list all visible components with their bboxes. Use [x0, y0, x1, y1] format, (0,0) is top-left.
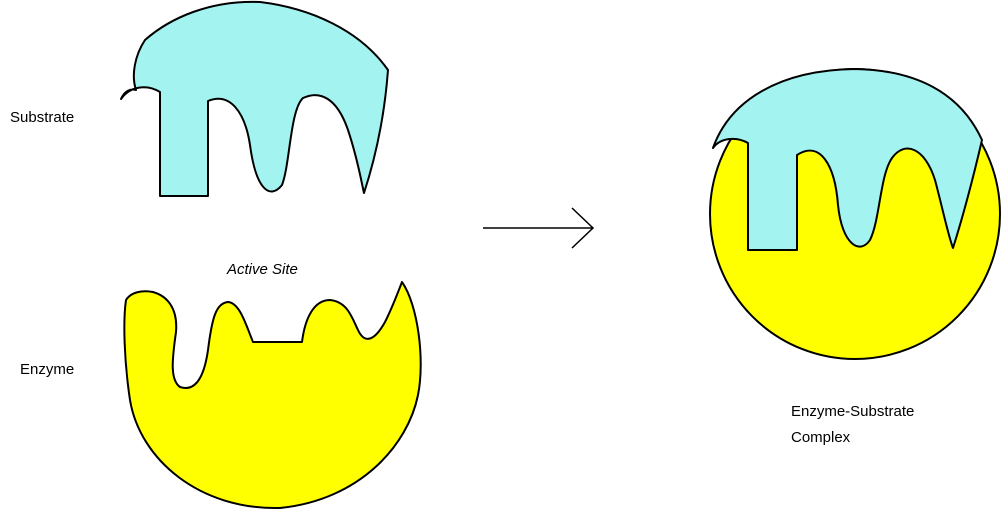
reaction-arrow — [483, 208, 593, 248]
enzyme-substrate-complex-shape — [710, 69, 1000, 359]
enzyme-label: Enzyme — [20, 360, 74, 380]
enzyme-shape — [124, 282, 420, 508]
active-site-label: Active Site — [227, 260, 298, 280]
complex-label-line2: Complex — [791, 428, 850, 448]
substrate-shape — [121, 2, 388, 196]
complex-label-line1: Enzyme-Substrate — [791, 402, 914, 422]
substrate-label: Substrate — [10, 108, 74, 128]
